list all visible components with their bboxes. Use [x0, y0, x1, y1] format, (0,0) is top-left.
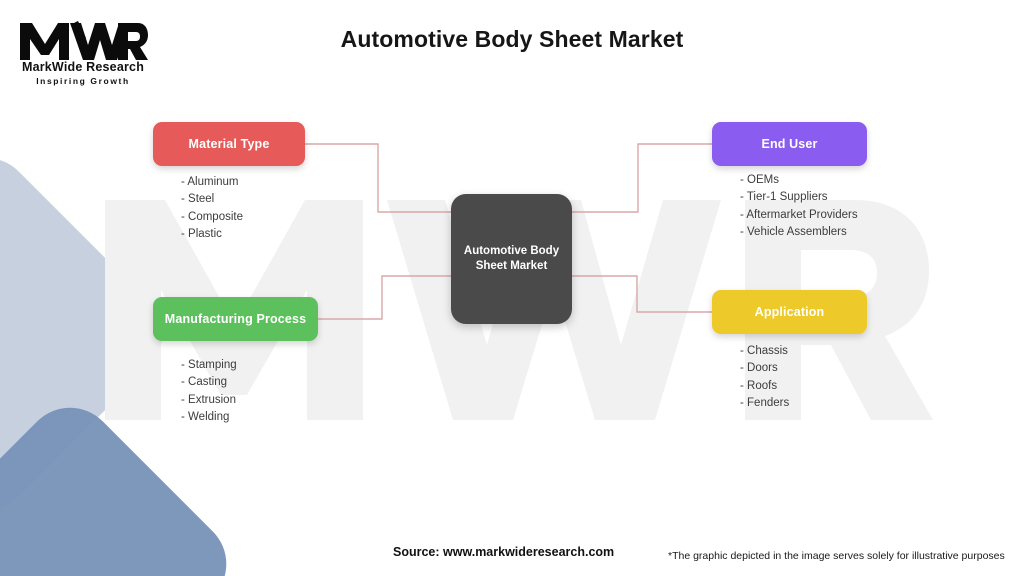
node-end-user-label: End User: [761, 137, 818, 151]
list-item: - Vehicle Assemblers: [740, 226, 847, 239]
node-application[interactable]: Application: [712, 290, 867, 334]
node-application-label: Application: [754, 305, 825, 319]
connector-center-to-enduser: [572, 143, 712, 213]
node-center-market-label: Automotive Body Sheet Market: [456, 244, 567, 274]
list-item: - Casting: [181, 376, 228, 389]
list-item: - Composite: [181, 210, 243, 223]
node-manufacturing-process-label: Manufacturing Process: [164, 312, 307, 326]
list-item: - Aluminum: [181, 176, 239, 188]
list-item: - Fenders: [740, 397, 790, 410]
logo-tagline: Inspiring Growth: [36, 76, 130, 86]
connector-material-to-center: [305, 143, 451, 213]
list-item: - Steel: [181, 193, 215, 206]
node-center-market[interactable]: Automotive Body Sheet Market: [451, 194, 572, 324]
node-material-type-label: Material Type: [188, 137, 270, 151]
list-manufacturing-process: - Stamping - Casting - Extrusion - Weldi…: [181, 357, 237, 427]
connector-center-to-application: [572, 275, 712, 313]
list-material-type: - Aluminum - Steel - Composite - Plastic: [181, 174, 243, 244]
node-material-type[interactable]: Material Type: [153, 122, 305, 166]
page-title: Automotive Body Sheet Market: [340, 26, 684, 52]
list-end-user: - OEMs - Tier-1 Suppliers - Aftermarket …: [740, 172, 858, 242]
footer-source: Source: www.markwideresearch.com: [393, 545, 615, 559]
logo-company-name: MarkWide Research: [21, 60, 145, 74]
list-item: - Stamping: [181, 359, 237, 371]
center-label-line-2: Sheet Market: [475, 260, 548, 272]
list-item: - Plastic: [181, 228, 222, 241]
list-item: - Welding: [181, 411, 230, 424]
footer-disclaimer: *The graphic depicted in the image serve…: [668, 550, 1005, 562]
node-manufacturing-process[interactable]: Manufacturing Process: [153, 297, 318, 341]
center-label-line-1: Automotive Body: [463, 245, 560, 257]
list-item: - Aftermarket Providers: [740, 208, 858, 221]
mwr-logo-mark-icon: [20, 21, 148, 60]
list-application: - Chassis - Doors - Roofs - Fenders: [740, 343, 789, 413]
connector-manufacturing-to-center: [318, 275, 451, 320]
list-item: - Doors: [740, 362, 778, 375]
list-item: - Extrusion: [181, 393, 236, 406]
list-item: - OEMs: [740, 174, 779, 186]
list-item: - Roofs: [740, 379, 778, 392]
node-end-user[interactable]: End User: [712, 122, 867, 166]
brand-logo: MarkWide Research Inspiring Growth: [18, 20, 218, 90]
list-item: - Chassis: [740, 345, 788, 357]
list-item: - Tier-1 Suppliers: [740, 191, 828, 204]
